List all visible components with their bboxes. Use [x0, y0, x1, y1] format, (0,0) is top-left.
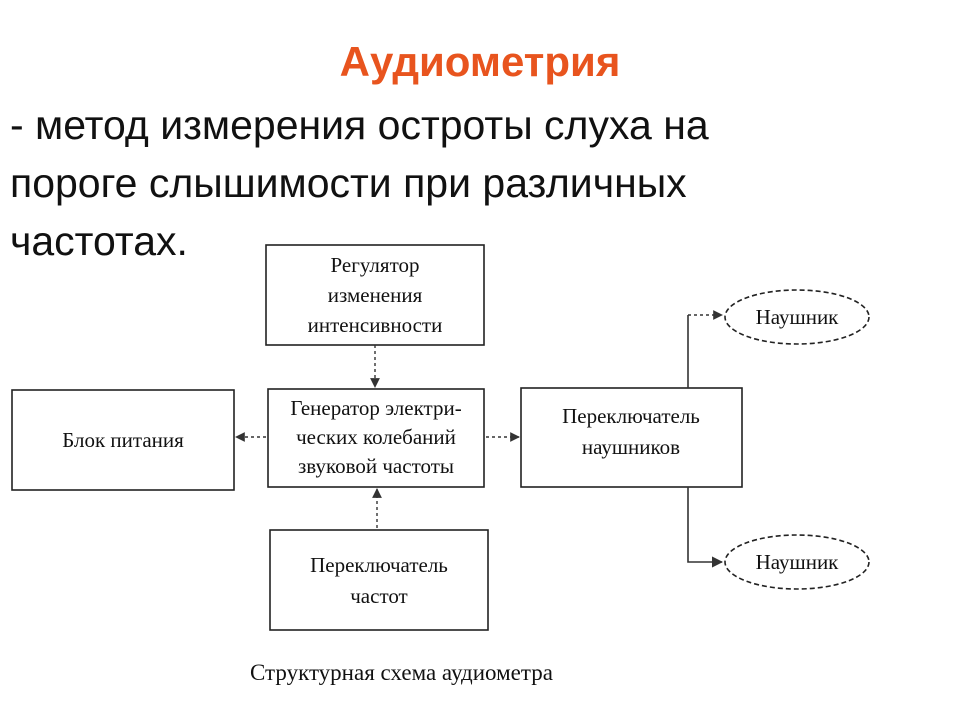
- headphone-bottom-label: Наушник: [756, 550, 840, 574]
- generator-label-line-2: ческих колебаний: [296, 425, 456, 449]
- regulator-box: [265, 244, 485, 346]
- generator-label-line-3: звуковой частоты: [298, 454, 454, 478]
- regulator-label-line-3: интенсивности: [308, 313, 443, 337]
- frequency-switch-block: Переключатель частот: [269, 529, 489, 631]
- headphones-switch-label-line-1: Переключатель: [562, 404, 700, 428]
- headphone-top-ellipse: [724, 289, 870, 345]
- frequency-switch-label-line-1: Переключатель: [310, 553, 448, 577]
- generator-block: Генератор электри- ческих колебаний звук…: [267, 388, 485, 488]
- definition-line-2: пороге слышимости при различных: [10, 160, 687, 206]
- headphones-switch-block: Переключатель наушников: [520, 387, 743, 488]
- frequency-switch-box: [269, 529, 489, 631]
- regulator-block: Регулятор изменения интенсивности: [265, 244, 485, 346]
- definition-line-1: - метод измерения остроты слуха на: [10, 102, 709, 148]
- headphone-top-label: Наушник: [756, 305, 840, 329]
- definition-text: - метод измерения остроты слуха на порог…: [10, 96, 910, 270]
- definition-line-3: частотах.: [10, 218, 188, 264]
- power-supply-label: Блок питания: [62, 428, 184, 452]
- regulator-label-line-2: изменения: [328, 283, 423, 307]
- headphones-switch-label-line-2: наушников: [582, 435, 680, 459]
- headphone-bottom-block: Наушник: [724, 534, 870, 590]
- generator-label-line-1: Генератор электри-: [290, 396, 461, 420]
- slide-title: Аудиометрия: [339, 38, 621, 85]
- arrow-to-headphone-bottom: [687, 487, 724, 568]
- headphones-switch-box: [520, 387, 743, 488]
- generator-box: [267, 388, 485, 488]
- regulator-label-line-1: Регулятор: [331, 253, 420, 277]
- frequency-switch-label-line-2: частот: [350, 584, 408, 608]
- power-supply-box: [11, 389, 235, 491]
- diagram-caption: Структурная схема аудиометра: [250, 660, 553, 685]
- headphone-bottom-ellipse: [724, 534, 870, 590]
- headphone-top-block: Наушник: [724, 289, 870, 345]
- power-supply-block: Блок питания: [11, 389, 235, 491]
